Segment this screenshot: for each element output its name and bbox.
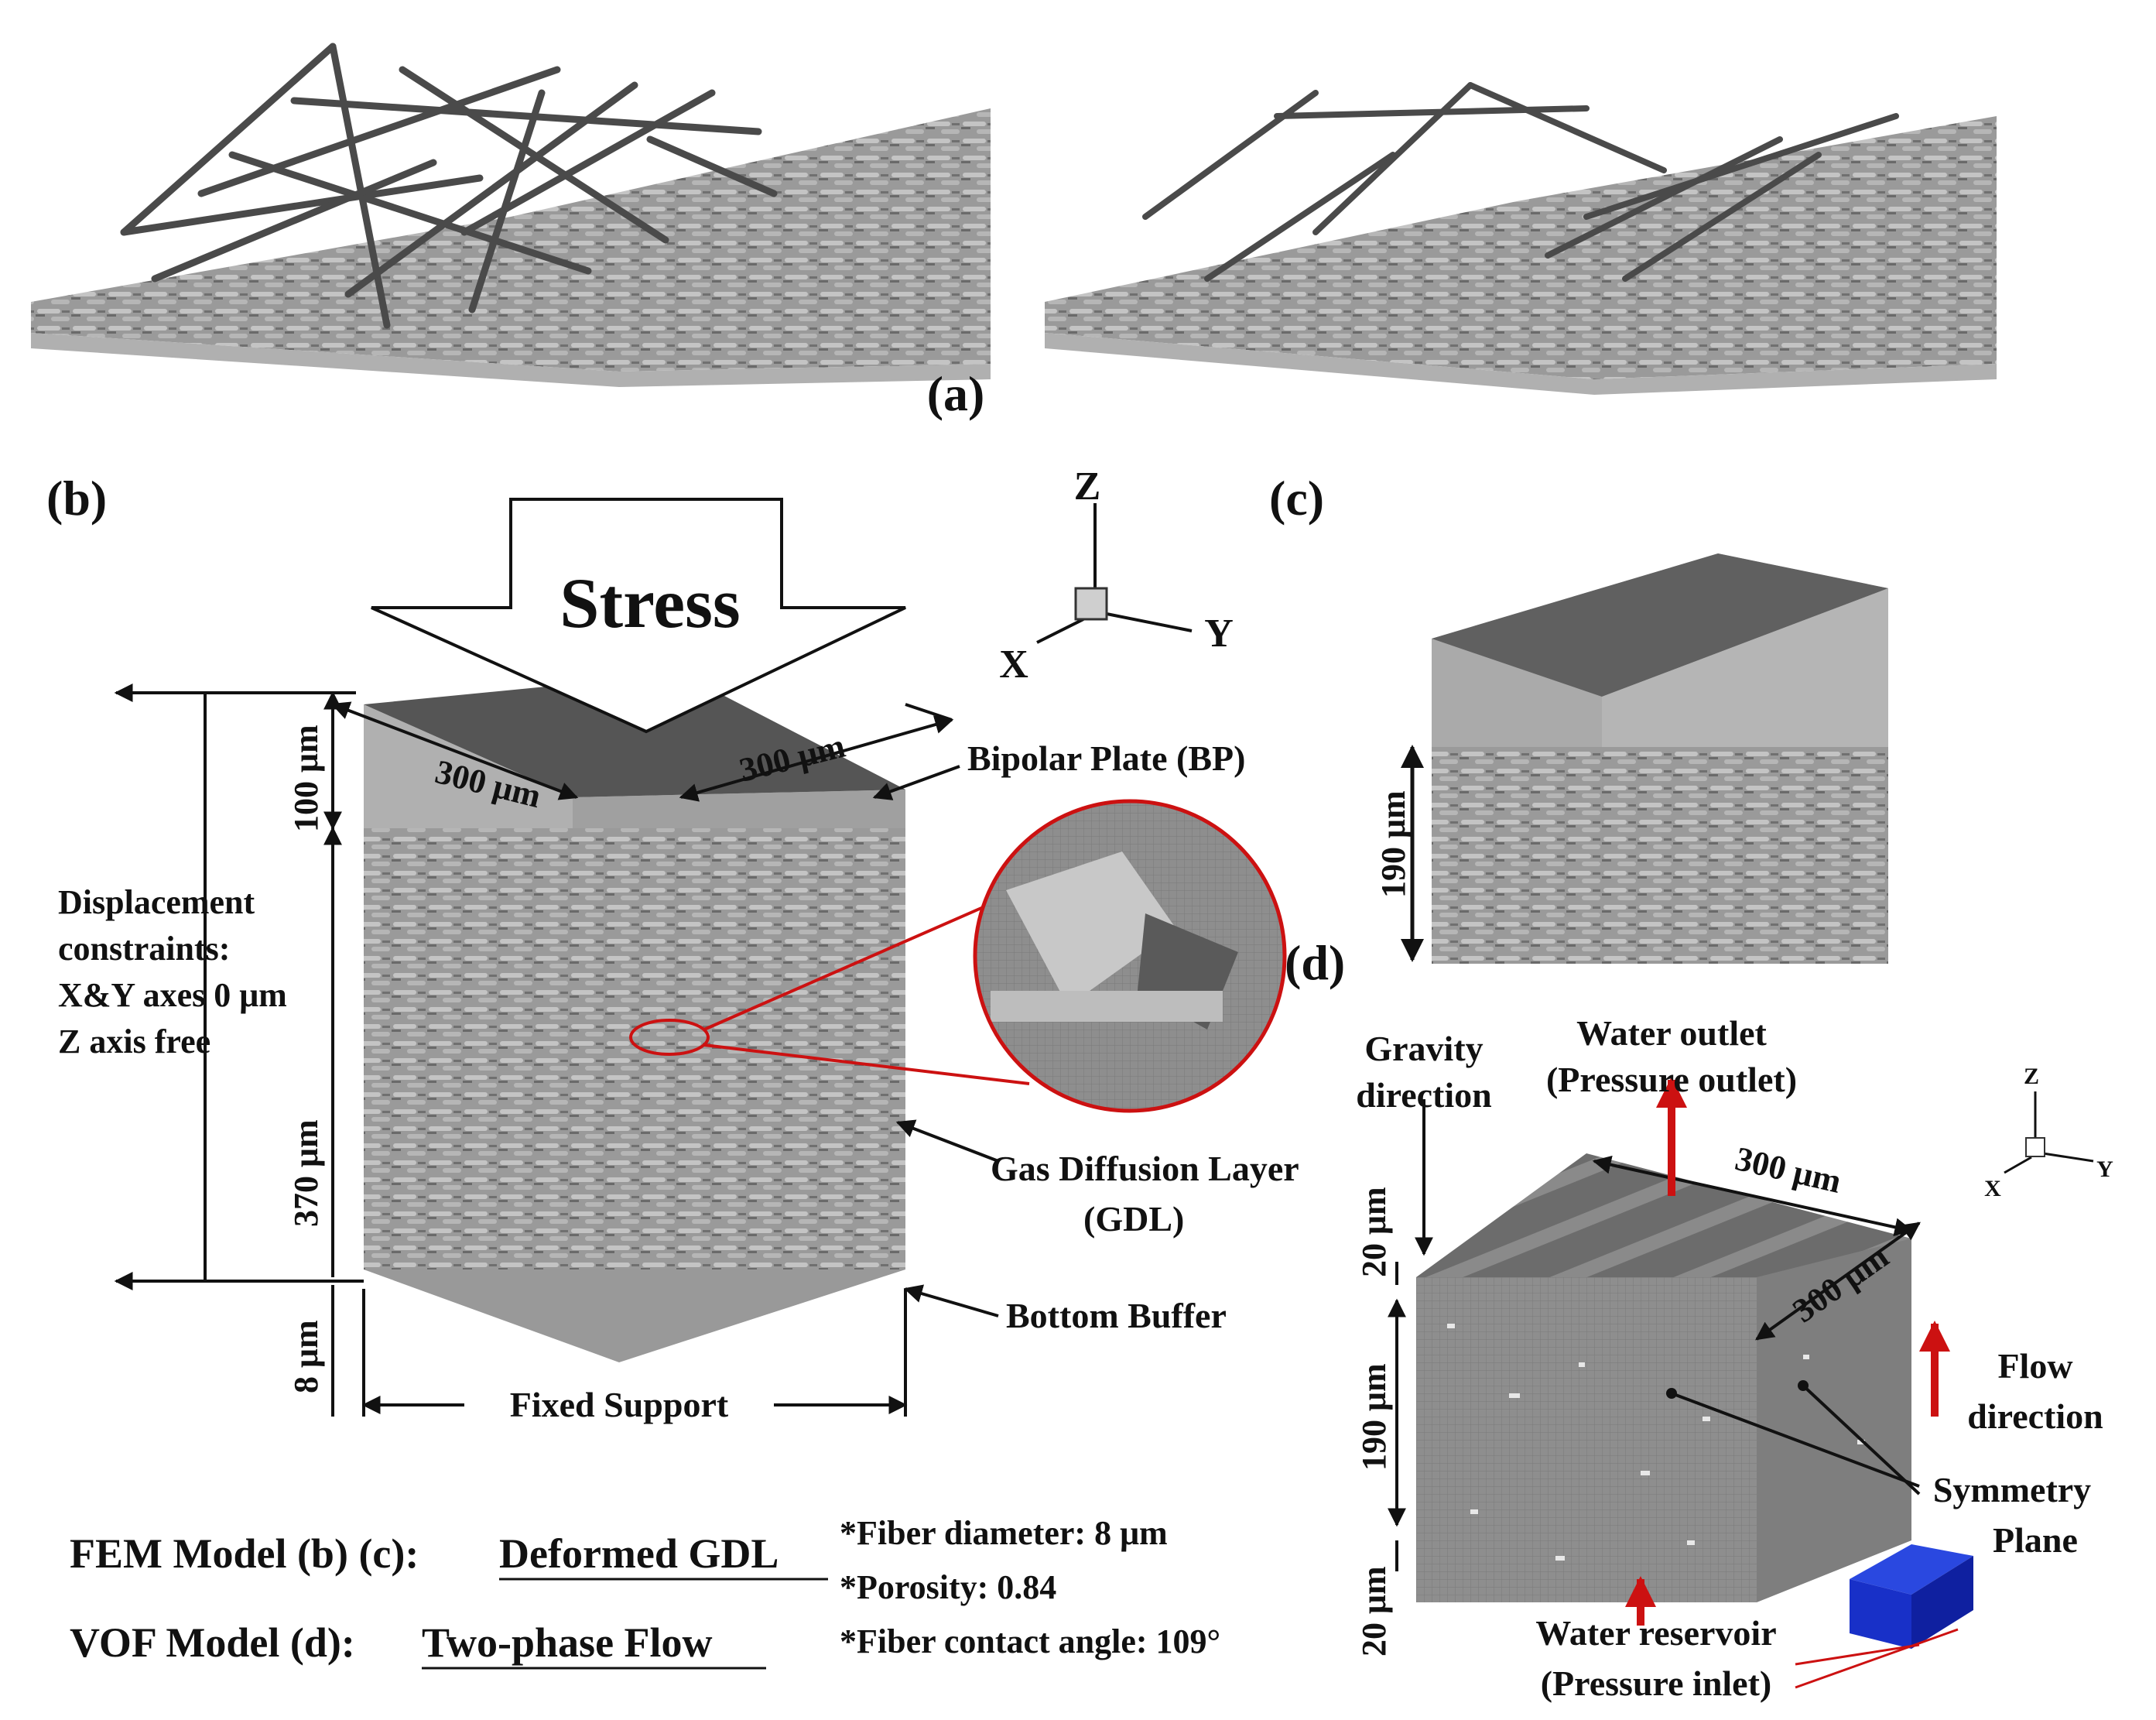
- dim-gdl: 370 μm: [287, 1119, 325, 1227]
- dimension-lines-b: [114, 684, 999, 1417]
- gdl-label-line1: Gas Diffusion Layer: [991, 1149, 1299, 1188]
- gdl-block: [364, 828, 905, 1362]
- vof-model-label: VOF Model (d):: [70, 1619, 355, 1666]
- fixed-support-label: Fixed Support: [510, 1385, 729, 1424]
- dim-bp: 100 μm: [287, 725, 325, 832]
- reservoir-line-1: Water reservoir: [1535, 1613, 1776, 1653]
- panel-b: (b) Stress: [46, 464, 1299, 1424]
- param-contact-angle: *Fiber contact angle: 109°: [840, 1622, 1220, 1660]
- constraints-line-1: Displacement: [58, 883, 255, 921]
- dim-mid-d: 190 μm: [1355, 1363, 1393, 1471]
- reservoir-line-2: (Pressure inlet): [1541, 1663, 1772, 1703]
- axis-z-label: Z: [1074, 464, 1101, 509]
- water-outlet-line-2: (Pressure outlet): [1546, 1060, 1797, 1099]
- param-fiber-diameter: *Fiber diameter: 8 μm: [840, 1514, 1168, 1552]
- gdl-uncompressed-render: [31, 43, 991, 387]
- axis-y-label: Y: [1204, 612, 1234, 656]
- fem-model-label: FEM Model (b) (c):: [70, 1530, 419, 1577]
- zoom-inset: [629, 799, 1287, 1113]
- gravity-line-2: direction: [1356, 1075, 1491, 1115]
- axis-z-d: Z: [2024, 1064, 2039, 1089]
- gdl-compressed-render: [1045, 82, 1997, 395]
- stress-label: Stress: [560, 564, 740, 642]
- param-porosity: *Porosity: 0.84: [840, 1568, 1056, 1606]
- water-outlet-line-1: Water outlet: [1576, 1013, 1767, 1053]
- panel-a: (a): [31, 43, 1997, 421]
- constraints-line-2: constraints:: [58, 930, 230, 968]
- constraints-line-3: X&Y axes 0 μm: [58, 976, 287, 1014]
- dim-c: 190 μm: [1374, 790, 1412, 898]
- gravity-line-1: Gravity: [1364, 1029, 1483, 1068]
- gdl-label-line2: (GDL): [1083, 1199, 1184, 1239]
- axes-triad-main: Z X Y: [999, 464, 1234, 687]
- dim-bottom-d: 20 μm: [1355, 1566, 1393, 1657]
- fiber-network-compressed-a: [1142, 82, 1899, 282]
- axis-x-label: X: [999, 642, 1028, 687]
- axes-triad-d: Z X Y: [1984, 1064, 2113, 1201]
- fem-model-value: Deformed GDL: [499, 1530, 779, 1577]
- panel-d: (d) Gravity direction Water outle: [1285, 935, 2113, 1703]
- flow-line-2: direction: [1967, 1396, 2103, 1436]
- dimension-lines-d: [1388, 1099, 1921, 1571]
- reservoir-cube: [1795, 1544, 1973, 1689]
- fiber-network-a: [120, 43, 778, 329]
- model-legend: FEM Model (b) (c): Deformed GDL VOF Mode…: [70, 1514, 1220, 1670]
- dim-top-d: 20 μm: [1355, 1187, 1393, 1277]
- axis-y-d: Y: [2096, 1156, 2113, 1182]
- panel-d-label: (d): [1285, 935, 1345, 990]
- panel-b-label: (b): [46, 471, 107, 526]
- bottom-buffer-label: Bottom Buffer: [1006, 1296, 1227, 1335]
- symmetry-line-2: Plane: [1993, 1520, 2078, 1560]
- dim-x-d: 300 μm: [1732, 1139, 1845, 1201]
- pores-d: [1447, 1324, 1865, 1561]
- axis-x-d: X: [1984, 1176, 2001, 1201]
- symmetry-line-1: Symmetry: [1933, 1470, 2091, 1509]
- vof-model-value: Two-phase Flow: [422, 1619, 713, 1666]
- bipolar-plate-label: Bipolar Plate (BP): [967, 738, 1245, 778]
- constraints-text: Displacement constraints: X&Y axes 0 μm …: [58, 883, 287, 1060]
- constraints-line-4: Z axis free: [58, 1023, 210, 1060]
- dim-buffer: 8 μm: [287, 1320, 325, 1393]
- flow-line-1: Flow: [1997, 1346, 2072, 1386]
- domain-front: [1416, 1277, 1757, 1602]
- stress-arrow: Stress: [371, 498, 906, 734]
- panel-a-label: (a): [927, 366, 985, 421]
- panel-c: (c) 190 μm: [1269, 471, 1888, 964]
- panel-c-label: (c): [1269, 471, 1324, 526]
